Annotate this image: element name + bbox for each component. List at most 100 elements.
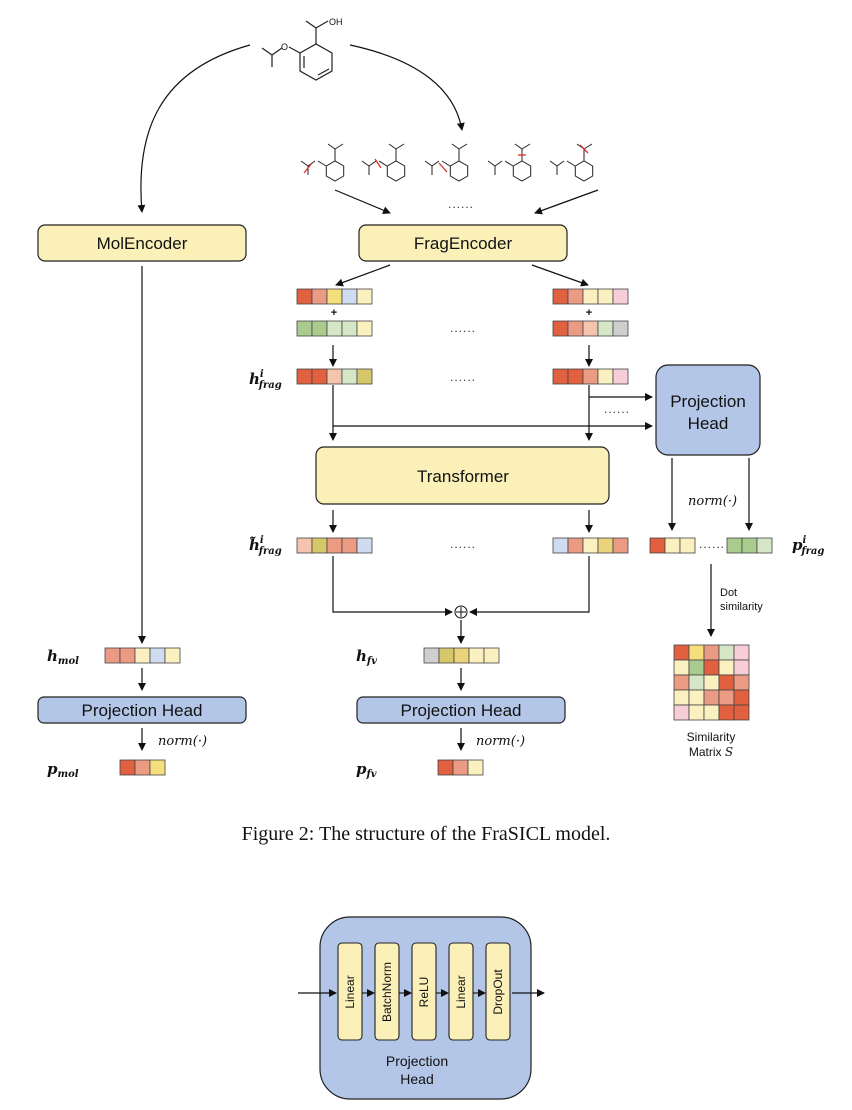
norm-label-mid: norm(·) bbox=[476, 734, 525, 749]
plus-left: + bbox=[331, 307, 337, 319]
arrow-to-fragments bbox=[349, 44, 465, 131]
pos-emb-right-cell bbox=[552, 320, 569, 337]
aspirin-molecule bbox=[261, 20, 333, 81]
pmol-cell bbox=[149, 759, 166, 776]
pos-emb-left-cell bbox=[341, 320, 358, 337]
hfv-cell bbox=[453, 647, 470, 664]
frag-emb-right-cell bbox=[552, 288, 569, 305]
dot-similarity-line1: Dot bbox=[720, 587, 737, 599]
arrow-fragenc-left bbox=[335, 264, 391, 287]
pos-emb-right-cell bbox=[582, 320, 599, 337]
norm-label-right: norm(·) bbox=[688, 494, 737, 509]
hmol-label: hmol bbox=[47, 647, 79, 667]
similarity-matrix bbox=[673, 644, 750, 721]
projection-detail-title-line1: Projection bbox=[386, 1053, 448, 1069]
htilde-right-cell bbox=[582, 537, 599, 554]
pmol-label: pmol bbox=[47, 760, 79, 780]
frag-emb-left-cell bbox=[356, 288, 373, 305]
frag-emb-left-cell bbox=[296, 288, 313, 305]
pfv-cell bbox=[437, 759, 454, 776]
similarity-cell bbox=[718, 659, 735, 676]
similarity-cell bbox=[688, 644, 705, 661]
hfv-cell bbox=[468, 647, 485, 664]
transformer-box bbox=[315, 446, 610, 505]
frag-emb-left-cell bbox=[311, 288, 328, 305]
htilde-left-cell bbox=[296, 537, 313, 554]
embedding-vectors bbox=[104, 288, 773, 776]
layer-batchnorm-label: BatchNorm bbox=[380, 962, 394, 1022]
molencoder-label: MolEncoder bbox=[97, 234, 188, 253]
hmol-cell bbox=[149, 647, 166, 664]
hfrag-left-cell bbox=[311, 368, 328, 385]
hfv-cell bbox=[438, 647, 455, 664]
htilde-left-cell bbox=[341, 537, 358, 554]
layer-relu-box bbox=[411, 942, 437, 1041]
fragment-molecule bbox=[549, 143, 594, 182]
arrow-frag-right-to-encoder bbox=[534, 189, 599, 215]
frag-emb-right-cell bbox=[567, 288, 584, 305]
pfrag-left-cell bbox=[679, 537, 696, 554]
hfv-cell bbox=[483, 647, 500, 664]
frag-emb-right-cell bbox=[597, 288, 614, 305]
fragencoder-label: FragEncoder bbox=[414, 234, 513, 253]
plus-right: + bbox=[586, 307, 592, 319]
projection-head-left-box bbox=[37, 696, 247, 724]
ellipsis-projhead-in: ...... bbox=[604, 402, 630, 416]
fragment-molecule bbox=[361, 143, 406, 182]
pos-emb-left-cell bbox=[296, 320, 313, 337]
layer-relu-label: ReLU bbox=[417, 977, 431, 1008]
similarity-cell bbox=[733, 704, 750, 721]
hfrag-right-cell bbox=[597, 368, 614, 385]
projection-head-top-box bbox=[655, 364, 761, 456]
arrow-frag-left-to-encoder bbox=[334, 189, 391, 214]
hmol-cell bbox=[134, 647, 151, 664]
similarity-cell bbox=[733, 659, 750, 676]
htilde-left-cell bbox=[356, 537, 373, 554]
similarity-cell bbox=[703, 644, 720, 661]
pfrag-right-cell bbox=[726, 537, 743, 554]
pfrag-right-cell bbox=[756, 537, 773, 554]
ellipsis-hfrag: ...... bbox=[450, 370, 476, 384]
pfv-cell bbox=[452, 759, 469, 776]
hfv-label: hfv bbox=[356, 647, 377, 667]
pos-emb-left-cell bbox=[311, 320, 328, 337]
fragment-molecules bbox=[300, 143, 594, 182]
hmol-cell bbox=[164, 647, 181, 664]
hfrag-left-cell bbox=[296, 368, 313, 385]
ellipsis-row2: ...... bbox=[450, 321, 476, 335]
pmol-cell bbox=[119, 759, 136, 776]
line-htilde-right-to-oplus bbox=[469, 556, 590, 616]
similarity-cell bbox=[703, 689, 720, 706]
pfrag-right-cell bbox=[741, 537, 758, 554]
pfrag-left-cell bbox=[664, 537, 681, 554]
molecule-o-label: O bbox=[281, 42, 288, 52]
fragencoder-box bbox=[358, 224, 568, 262]
pos-emb-left-cell bbox=[326, 320, 343, 337]
projection-head-top-line2: Head bbox=[688, 414, 729, 433]
layer-linear-box bbox=[448, 942, 474, 1041]
htilde-right-cell bbox=[552, 537, 569, 554]
similarity-cell bbox=[703, 659, 720, 676]
similarity-cell bbox=[733, 689, 750, 706]
layer-linear-box bbox=[337, 942, 363, 1041]
pmol-cell bbox=[134, 759, 151, 776]
similarity-cell bbox=[688, 659, 705, 676]
similarity-label-line2: Matrix S bbox=[689, 745, 733, 759]
similarity-cell bbox=[688, 674, 705, 691]
similarity-cell bbox=[703, 674, 720, 691]
molecule-oh-label: OH bbox=[329, 17, 343, 27]
layer-linear-label: Linear bbox=[454, 975, 468, 1008]
frag-emb-right-cell bbox=[582, 288, 599, 305]
layer-dropout-box bbox=[485, 942, 511, 1041]
similarity-cell bbox=[673, 674, 690, 691]
similarity-cell bbox=[718, 689, 735, 706]
layer-dropout-label: DropOut bbox=[491, 969, 505, 1015]
frag-emb-left-cell bbox=[326, 288, 343, 305]
projection-head-top-line1: Projection bbox=[670, 392, 746, 411]
htilde-right-cell bbox=[612, 537, 629, 554]
pfrag-left-cell bbox=[649, 537, 666, 554]
